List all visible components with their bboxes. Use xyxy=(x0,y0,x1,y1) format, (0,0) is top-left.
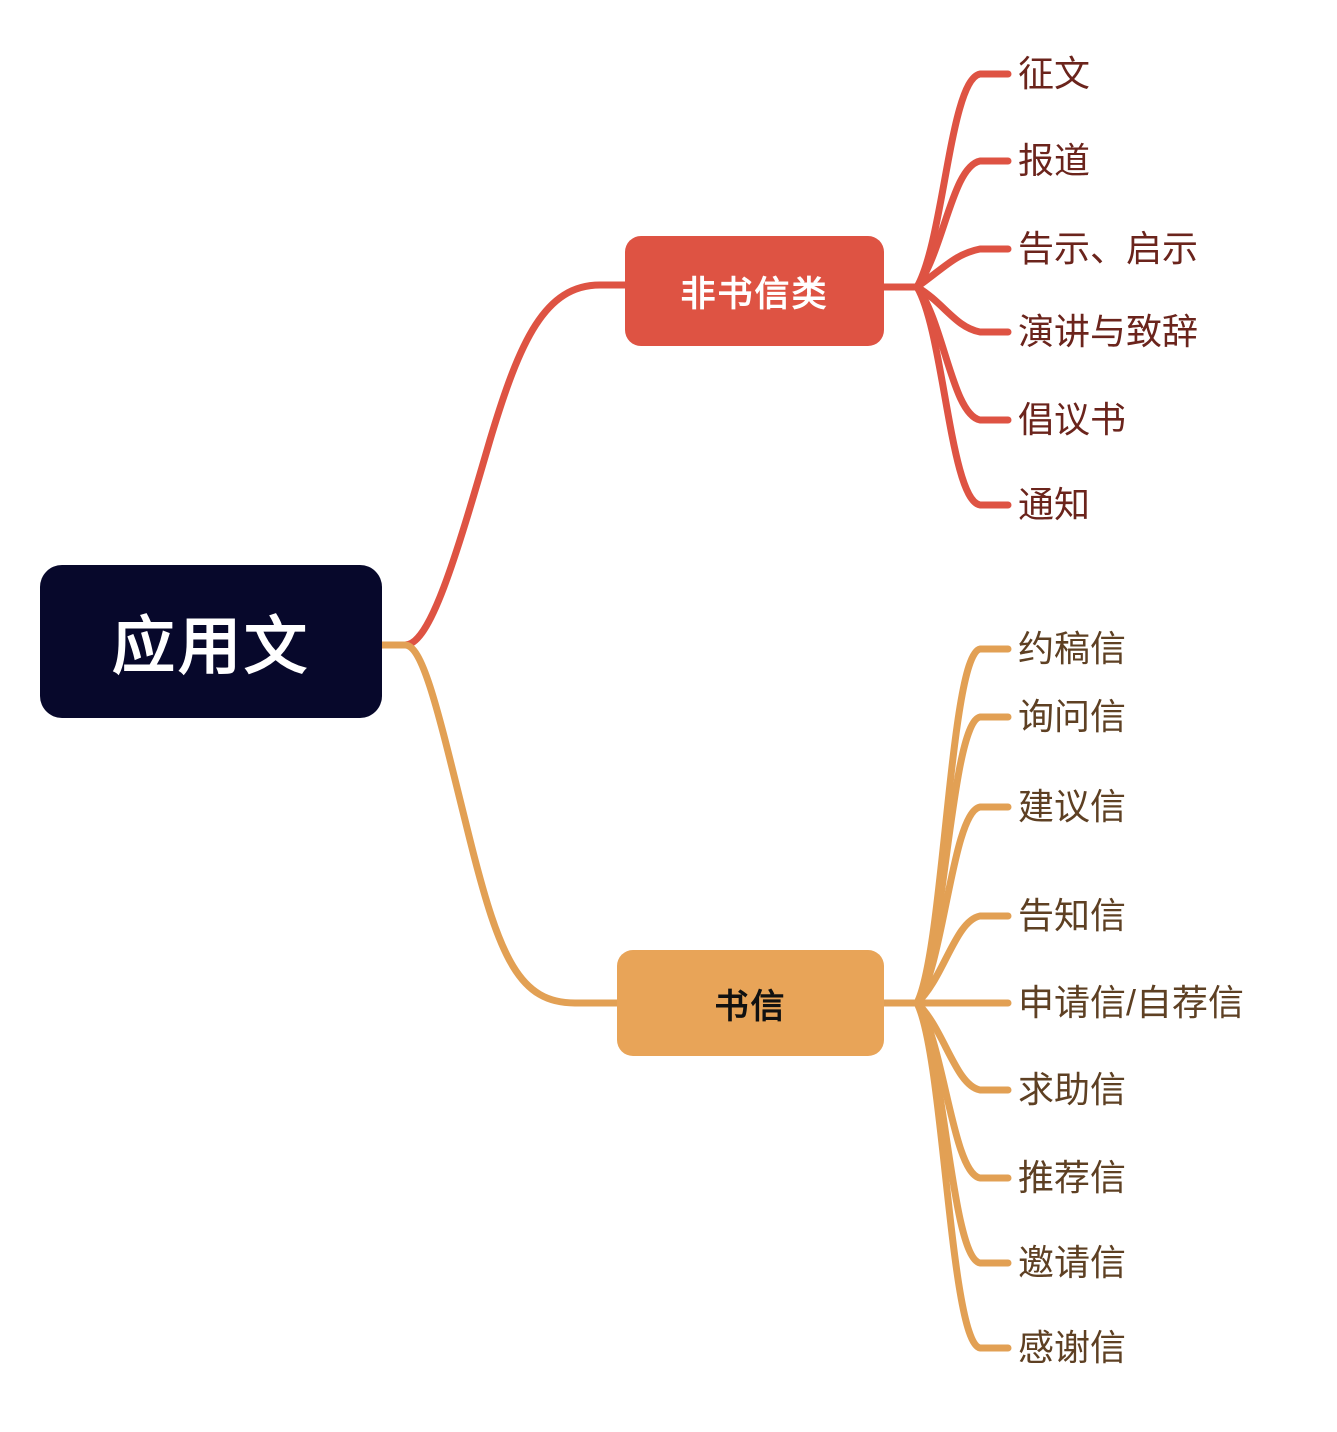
leaf-label: 感谢信 xyxy=(1018,1327,1127,1368)
edge-leaf-yuegaoxin xyxy=(913,645,1012,1007)
leaf-label: 申请信/自荐信 xyxy=(1018,982,1245,1023)
leaf-node[interactable]: 感谢信 xyxy=(1018,1330,1126,1366)
leaf-label: 报道 xyxy=(1018,140,1091,181)
edge-leaf-jianyixin xyxy=(913,803,1012,1007)
edge-leaf-gaozhixin xyxy=(913,912,1012,1007)
edge-leaf-changyishu xyxy=(913,283,1012,424)
leaf-node[interactable]: 约稿信 xyxy=(1018,631,1126,667)
edge-root-to-non-letter xyxy=(379,281,630,649)
leaf-node[interactable]: 演讲与致辞 xyxy=(1018,314,1198,350)
leaf-label: 求助信 xyxy=(1018,1069,1127,1110)
leaf-node[interactable]: 倡议书 xyxy=(1018,402,1126,438)
leaf-label: 建议信 xyxy=(1018,786,1127,827)
leaf-node[interactable]: 通知 xyxy=(1018,487,1090,523)
leaf-node[interactable]: 告示、启示 xyxy=(1018,231,1198,267)
leaf-label: 演讲与致辞 xyxy=(1018,311,1199,352)
edge-leaf-gaoshi xyxy=(913,245,1012,291)
root-node[interactable]: 应用文 xyxy=(40,565,382,718)
leaf-node[interactable]: 询问信 xyxy=(1018,699,1126,735)
leaf-label: 告知信 xyxy=(1018,895,1127,936)
leaf-node[interactable]: 邀请信 xyxy=(1018,1245,1126,1281)
leaf-node[interactable]: 求助信 xyxy=(1018,1072,1126,1108)
leaf-node[interactable]: 征文 xyxy=(1018,56,1090,92)
edge-leaf-qiuzhuxin xyxy=(913,999,1012,1094)
leaf-label: 推荐信 xyxy=(1018,1157,1127,1198)
leaf-node[interactable]: 推荐信 xyxy=(1018,1160,1126,1196)
leaf-node[interactable]: 建议信 xyxy=(1018,789,1126,825)
leaf-label: 征文 xyxy=(1018,53,1091,94)
edge-leaf-tongzhi xyxy=(913,283,1012,509)
edge-root-to-letter xyxy=(379,641,622,1007)
leaf-label: 告示、启示 xyxy=(1018,228,1199,269)
root-node-label: 应用文 xyxy=(112,612,310,682)
leaf-label: 约稿信 xyxy=(1018,628,1127,669)
edge-leaf-yanjiang xyxy=(913,283,1012,336)
edge-leaf-zhengwen xyxy=(913,70,1012,291)
edge-leaf-xunwenxin xyxy=(913,713,1012,1007)
edge-leaf-yaoqingxin xyxy=(913,999,1012,1267)
branch-node-non-letter[interactable]: 非书信类 xyxy=(625,236,884,346)
leaf-node[interactable]: 申请信/自荐信 xyxy=(1018,985,1244,1021)
leaf-label: 通知 xyxy=(1018,484,1091,525)
edge-leaf-baodao xyxy=(913,157,1012,291)
leaf-node[interactable]: 告知信 xyxy=(1018,898,1126,934)
branch-node-non-letter-label: 非书信类 xyxy=(680,274,829,314)
edge-leaf-ganxiexin xyxy=(913,999,1012,1352)
leaf-label: 邀请信 xyxy=(1018,1242,1127,1283)
leaf-label: 倡议书 xyxy=(1018,399,1127,440)
branch-node-letter-label: 书信 xyxy=(714,987,787,1026)
leaf-label: 询问信 xyxy=(1018,696,1127,737)
branch-node-letter[interactable]: 书信 xyxy=(617,950,884,1056)
leaf-node[interactable]: 报道 xyxy=(1018,143,1090,179)
edge-leaf-tuijianxin xyxy=(913,999,1012,1182)
